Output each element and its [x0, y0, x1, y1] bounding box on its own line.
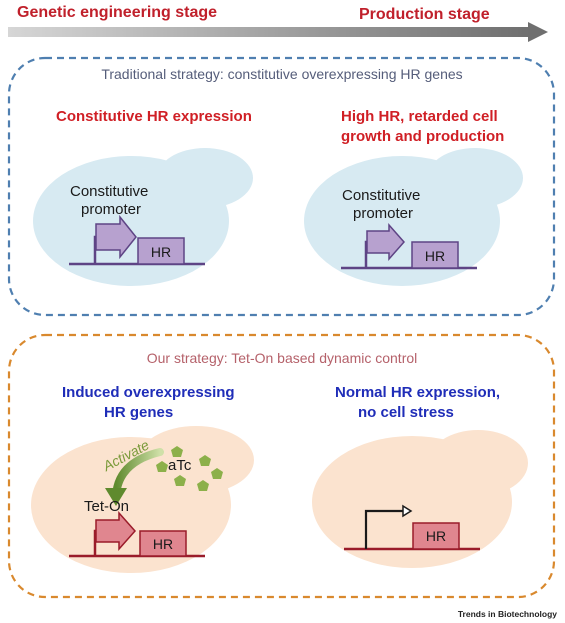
- gene-construct-left-bottom: [69, 511, 205, 558]
- traditional-strategy-panel: Traditional strategy: constitutive overe…: [7, 56, 556, 317]
- our-left-heading-line2: HR genes: [104, 404, 173, 421]
- our-left-heading-line1: Induced overexpressing: [62, 384, 235, 401]
- atc-molecules: [156, 446, 223, 491]
- atc-label: aTc: [168, 457, 192, 474]
- traditional-right-heading-line2: growth and production: [341, 128, 504, 145]
- our-right-heading-line1: Normal HR expression,: [335, 384, 500, 401]
- yeast-cell-right-bottom: [312, 430, 528, 568]
- hr-gene-label-left-bottom: HR: [153, 536, 173, 552]
- atc-molecule-1: [171, 446, 183, 457]
- constitutive-promoter-label-line2: promoter: [81, 201, 141, 218]
- our-strategy-title: Our strategy: Tet-On based dynamic contr…: [147, 350, 418, 366]
- activate-arrow: [105, 448, 164, 506]
- hr-gene-label-right-bottom: HR: [426, 528, 446, 544]
- atc-molecule-5: [174, 475, 186, 486]
- atc-molecule-2: [199, 455, 211, 466]
- gene-construct-right-top: [341, 223, 477, 270]
- gene-construct-left-top: [69, 214, 205, 266]
- constitutive-promoter-label-line1: Constitutive: [70, 183, 148, 200]
- traditional-right-heading-line1: High HR, retarded cell: [341, 108, 498, 125]
- production-stage-label: Production stage: [359, 6, 490, 23]
- yeast-cell-left-top: [33, 148, 253, 286]
- our-strategy-panel: Our strategy: Tet-On based dynamic contr…: [7, 333, 556, 599]
- atc-molecule-6: [197, 480, 209, 491]
- traditional-strategy-title: Traditional strategy: constitutive overe…: [101, 66, 462, 82]
- genetic-stage-label: Genetic engineering stage: [17, 4, 217, 21]
- atc-molecule-3: [156, 461, 168, 472]
- gene-construct-right-bottom: [344, 504, 480, 551]
- constitutive-promoter-label-right-line2: promoter: [353, 205, 413, 222]
- hr-gene-label-left-top: HR: [151, 244, 171, 260]
- hr-gene-label-right-top: HR: [425, 248, 445, 264]
- stage-timeline-arrow: [8, 22, 548, 42]
- journal-credit: Trends in Biotechnology: [458, 609, 557, 619]
- constitutive-promoter-label-right-line1: Constitutive: [342, 187, 420, 204]
- atc-molecule-4: [211, 468, 223, 479]
- our-right-heading-line2: no cell stress: [358, 404, 454, 421]
- tet-on-label: Tet-On: [84, 498, 129, 515]
- traditional-left-heading: Constitutive HR expression: [56, 108, 252, 125]
